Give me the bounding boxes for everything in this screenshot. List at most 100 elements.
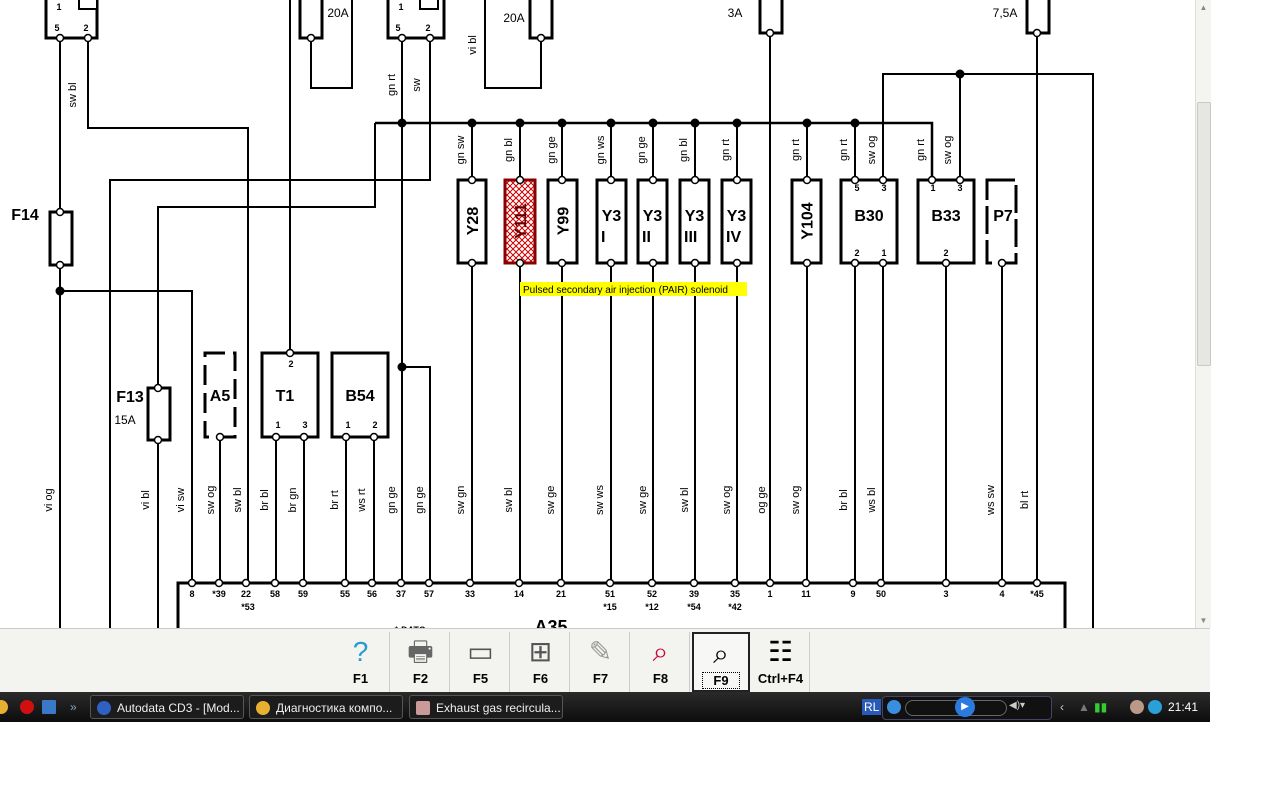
toolbar-button-f9[interactable]: ⌕ F9 <box>692 632 750 692</box>
pin-number: 1 <box>56 2 61 12</box>
media-player-icon[interactable] <box>887 700 901 714</box>
toolbar-button-f6[interactable]: ⊞F6 <box>512 632 570 692</box>
desktop-icon[interactable] <box>42 700 56 714</box>
connector-pin-number: 58 <box>270 589 280 599</box>
pin-terminal <box>285 348 295 358</box>
toolbar-button-label: F7 <box>592 671 609 686</box>
zoom-icon: ⌕ <box>713 638 729 669</box>
connector-pin-number: 39 <box>689 589 699 599</box>
taskbar: » Autodata CD3 - [Mod... Диагностика ком… <box>0 692 1210 722</box>
toolbar-button-f8[interactable]: ⌕F8 <box>632 632 690 692</box>
task-exhaust[interactable]: Exhaust gas recircula... <box>409 695 563 719</box>
pin-terminal <box>941 258 951 268</box>
pin-terminal <box>605 578 615 588</box>
component-t1 <box>260 351 320 439</box>
wire-color-label: ws bl <box>866 487 878 513</box>
pin-terminal <box>765 28 775 38</box>
fuse-rating: 20A <box>327 6 348 20</box>
toolbar-button-ctrl-f4[interactable]: ☷Ctrl+F4 <box>752 632 810 692</box>
component-label: Y111 <box>513 203 530 239</box>
wire-color-label: sw og <box>942 136 954 165</box>
more-chevron-icon[interactable]: » <box>70 700 77 714</box>
junction-node <box>690 118 700 128</box>
wire-color-label: gn rt <box>915 139 927 161</box>
pin-terminal <box>557 258 567 268</box>
wire-color-label: vi bl <box>140 490 152 510</box>
wire-color-label: sw ge <box>545 486 557 515</box>
toolbar-button-label: F9 <box>702 672 740 689</box>
component-y111-highlighted[interactable] <box>503 178 537 265</box>
pin-terminal <box>850 258 860 268</box>
pin-terminal <box>153 435 163 445</box>
component-y28 <box>456 178 488 265</box>
connector-pin-number: 56 <box>367 589 377 599</box>
toolbar-button-label: F1 <box>352 671 369 686</box>
connector-pin-number: *45 <box>1030 589 1044 599</box>
junction-node <box>955 69 965 79</box>
pin-terminal <box>241 578 251 588</box>
show-hidden-icons[interactable]: ‹ <box>1060 700 1064 714</box>
media-player-bar[interactable]: ▶ ◀)▾ <box>882 696 1052 720</box>
scroll-down-button[interactable]: ▼ <box>1199 616 1208 625</box>
pin-terminal <box>270 578 280 588</box>
pin-terminal <box>55 207 65 217</box>
tray-app-icon[interactable] <box>1130 700 1144 714</box>
component-label: B30 <box>854 208 883 225</box>
pin-terminal <box>214 578 224 588</box>
notification-icon[interactable]: ▲ <box>1078 700 1090 714</box>
clock[interactable]: 21:41 <box>1168 700 1199 714</box>
component-label: Y3 <box>727 208 747 225</box>
fuse <box>528 0 554 40</box>
antivirus-icon[interactable] <box>1148 700 1162 714</box>
pin-terminal <box>557 175 567 185</box>
pin-number: 1 <box>345 420 350 430</box>
toolbar-button-f1[interactable]: ?F1 <box>332 632 390 692</box>
pin-terminal <box>467 258 477 268</box>
connector-pin-number: 3 <box>943 589 948 599</box>
pin-terminal <box>215 432 225 442</box>
pin-terminal <box>606 175 616 185</box>
toolbar-button-f5[interactable]: ▭F5 <box>452 632 510 692</box>
wire-color-label: og ge <box>756 486 768 514</box>
toolbar-button-f2[interactable]: 🖶F2 <box>392 632 450 692</box>
volume-icon[interactable]: ◀)▾ <box>1009 700 1026 711</box>
junction-node <box>397 118 407 128</box>
language-indicator[interactable]: RL <box>862 699 882 715</box>
component-sub-label: I <box>601 229 605 246</box>
component-b33 <box>916 178 976 265</box>
pin-number: 3 <box>881 183 886 193</box>
probe-icon: ✎ <box>588 636 613 667</box>
pin-number: 2 <box>288 359 293 369</box>
component-y99 <box>546 178 579 265</box>
pin-number: 2 <box>854 248 859 258</box>
scroll-thumb[interactable] <box>1197 102 1211 366</box>
pin-terminal <box>802 175 812 185</box>
fuse-f13 <box>146 386 172 442</box>
connector-pin-number: 22 <box>241 589 251 599</box>
chrome-icon[interactable] <box>0 700 8 714</box>
task-autodata[interactable]: Autodata CD3 - [Mod... <box>90 695 244 719</box>
pin-number: 3 <box>302 420 307 430</box>
fuse <box>758 0 784 35</box>
component-label: B33 <box>931 208 960 225</box>
opera-icon[interactable] <box>20 700 34 714</box>
vertical-scrollbar[interactable]: ▲ ▼ <box>1195 0 1211 628</box>
signal-icon[interactable]: ▮▮ <box>1094 700 1108 714</box>
pin-terminal <box>556 578 566 588</box>
wire-color-label: gn bl <box>503 138 515 162</box>
pin-terminal <box>941 578 951 588</box>
toolbar-button-f7[interactable]: ✎ F7 <box>572 632 630 692</box>
fuse-f14-label: F14 <box>11 207 39 224</box>
pin-terminal <box>515 258 525 268</box>
play-icon[interactable]: ▶ <box>955 697 975 717</box>
pin-terminal <box>1032 578 1042 588</box>
connector-pin-number: 59 <box>298 589 308 599</box>
autodata-icon <box>97 701 111 715</box>
pin-terminal <box>606 258 616 268</box>
task-chrome[interactable]: Диагностика компо... <box>249 695 403 719</box>
pin-terminal <box>997 258 1007 268</box>
connector-pin-number: 21 <box>556 589 566 599</box>
wire-color-label: gn ge <box>386 486 398 514</box>
scroll-up-button[interactable]: ▲ <box>1199 3 1208 12</box>
